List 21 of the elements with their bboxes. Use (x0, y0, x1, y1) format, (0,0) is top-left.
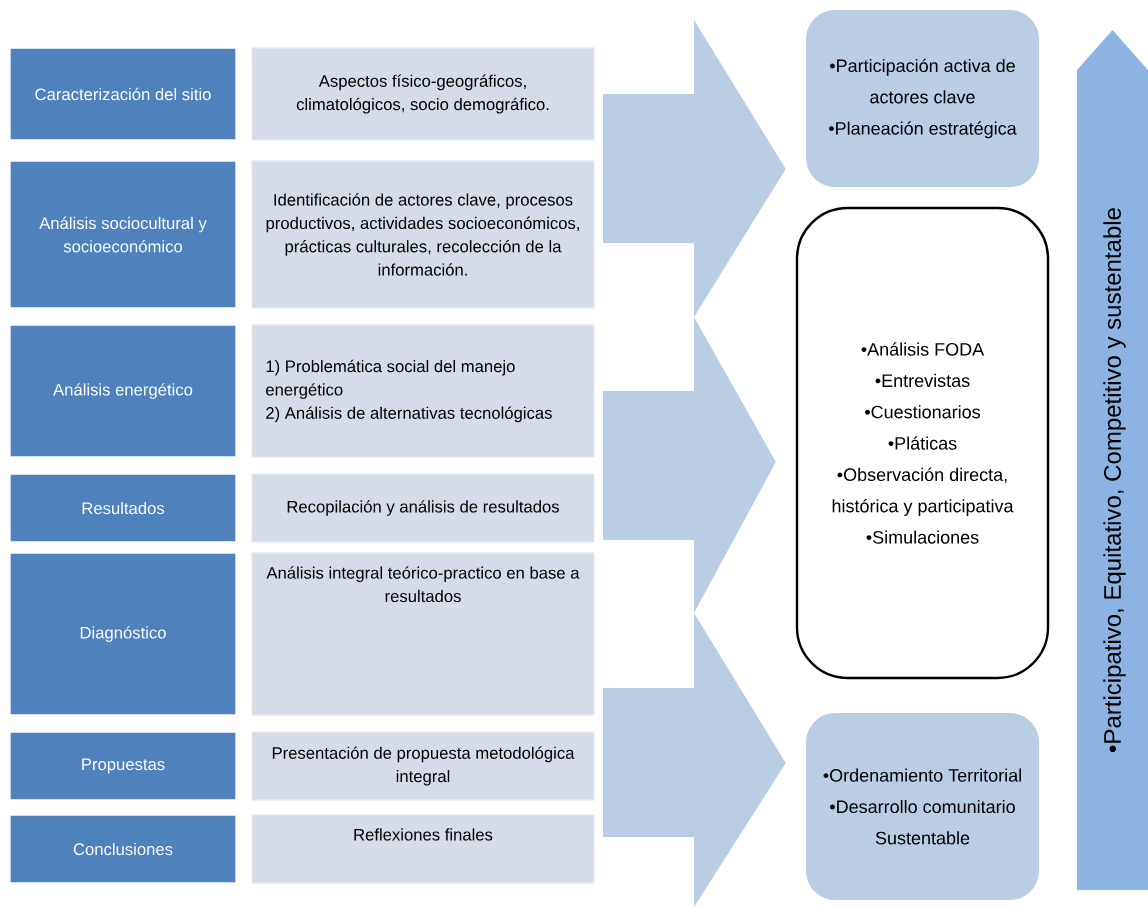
step-box: Análisis sociocultural y socioeconómico (9, 160, 237, 309)
description-box: Análisis integral teórico-practico en base a resultados (251, 552, 595, 716)
step-box: Análisis energético (9, 324, 237, 458)
step-box: Propuestas (9, 731, 237, 801)
step-box: Resultados (9, 473, 237, 543)
description-box: Presentación de propuesta metodológica integral (251, 731, 595, 801)
description-box: Identificación de actores clave, procesos productivos, actividades socioeconómicos, prácticas culturales, recolección de la información. (251, 160, 595, 309)
step-box: Caracterización del sitio (9, 47, 237, 141)
description-box: Aspectos físico-geográficos, climatológicos, socio demográfico. (251, 47, 595, 141)
step-box: Diagnóstico (9, 552, 237, 716)
block-arrow (603, 20, 786, 317)
description-box: 1) Problemática social del manejo energético 2) Análisis de alternativas tecnológicas (251, 324, 595, 458)
result-box: •Participación activa de actores clave •Planeación estratégica (806, 10, 1039, 187)
block-arrow (603, 613, 786, 907)
description-box: Reflexiones finales (251, 814, 595, 884)
method-box: •Análisis FODA •Entrevistas •Cuestionarios •Pláticas •Observación directa, histórica y participativa •Simulaciones (795, 206, 1050, 680)
result-box: •Ordenamiento Territorial •Desarrollo comunitario Sustentable (806, 713, 1039, 900)
arrow-band: •Participativo, Equitativo, Competitivo y sustentable (1077, 30, 1148, 890)
block-arrow (603, 317, 776, 613)
step-box: Conclusiones (9, 814, 237, 884)
description-box: Recopilación y análisis de resultados (251, 473, 595, 543)
